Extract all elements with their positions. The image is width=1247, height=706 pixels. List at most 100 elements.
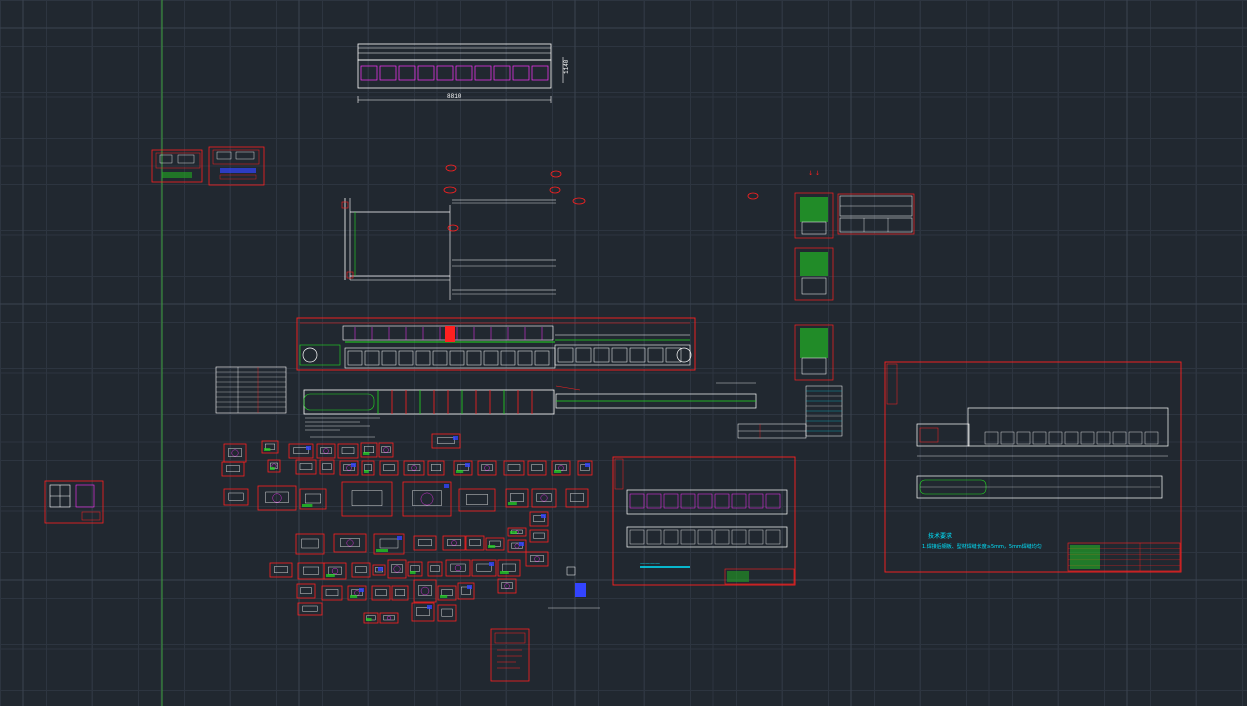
small-sheet-a[interactable]	[151, 149, 203, 183]
conveyor-bay	[466, 350, 482, 366]
part-detail-sheet[interactable]	[257, 485, 297, 511]
part-detail-sheet[interactable]	[319, 459, 335, 475]
part-detail-sheet[interactable]	[267, 459, 281, 473]
right-drawing-sheet[interactable]: 技术要求 1.焊接后钢板、型材焊缝长度≥5mm，5mm焊缝均匀	[884, 361, 1182, 573]
part-detail-sheet[interactable]	[403, 460, 425, 476]
part-detail-sheet[interactable]	[288, 443, 314, 459]
sheet-bay	[714, 493, 730, 509]
small-sheet-b[interactable]	[208, 146, 265, 186]
part-detail-sheet[interactable]	[363, 612, 379, 624]
part-detail-sheet[interactable]	[269, 562, 293, 578]
part-detail-sheet[interactable]	[297, 602, 323, 616]
main-conveyor-assembly[interactable]	[296, 317, 696, 371]
part-detail-sheet[interactable]	[223, 443, 247, 463]
part-detail-sheet[interactable]	[407, 561, 423, 577]
part-detail-sheet[interactable]	[339, 460, 359, 476]
bom-table-right[interactable]	[716, 382, 843, 439]
part-detail-sheet[interactable]	[497, 559, 521, 577]
conveyor-bay	[500, 350, 516, 366]
part-detail-sheet[interactable]	[565, 488, 589, 508]
part-detail-sheet[interactable]	[296, 583, 316, 599]
part-detail-sheet[interactable]	[347, 585, 367, 601]
blue-component-symbol[interactable]	[548, 566, 600, 609]
top-assembly-view[interactable]: 8810 1140	[357, 43, 570, 103]
part-detail-sheet[interactable]	[321, 585, 343, 601]
part-detail-sheet[interactable]	[529, 511, 549, 527]
part-detail-sheet[interactable]	[323, 562, 347, 580]
part-detail-sheet[interactable]	[413, 579, 437, 603]
frame-bay	[360, 65, 378, 81]
part-detail-sheet[interactable]	[485, 537, 505, 551]
frame-bay	[455, 65, 473, 81]
conveyor-plan-view[interactable]	[303, 385, 757, 438]
part-detail-sheet[interactable]	[360, 442, 378, 458]
part-detail-sheet[interactable]	[442, 535, 466, 551]
part-detail-sheet[interactable]	[427, 460, 445, 476]
part-detail-sheet[interactable]	[507, 539, 527, 553]
part-detail-sheet[interactable]	[445, 559, 471, 577]
part-detail-sheet[interactable]	[411, 602, 435, 622]
part-detail-sheet[interactable]	[525, 551, 549, 567]
middle-drawing-sheet[interactable]: ————	[612, 456, 796, 586]
frame-elevation-view[interactable]	[341, 164, 586, 300]
part-detail-sheet[interactable]	[465, 535, 485, 551]
part-detail-sheet[interactable]	[507, 527, 527, 537]
part-detail-sheet[interactable]	[505, 488, 529, 508]
small-sheet-left[interactable]	[44, 480, 104, 524]
part-detail-sheet[interactable]	[295, 459, 317, 475]
part-detail-sheet[interactable]	[527, 460, 547, 476]
part-detail-sheet[interactable]	[453, 460, 473, 476]
part-detail-sheet[interactable]	[341, 481, 393, 517]
part-detail-sheet[interactable]	[391, 585, 409, 601]
part-detail-sheet[interactable]	[529, 529, 549, 543]
part-detail-sheet[interactable]	[497, 578, 517, 594]
part-detail-sheet[interactable]	[503, 460, 525, 476]
section-detail-views[interactable]: ↓ ↓	[747, 170, 915, 381]
part-detail-sheet[interactable]	[295, 533, 325, 555]
detail-marker: ↓ ↓	[808, 170, 820, 177]
frame-bay	[436, 65, 454, 81]
part-detail-drawings[interactable]	[221, 433, 593, 624]
part-detail-sheet[interactable]	[437, 585, 457, 601]
top-assembly-cells	[360, 65, 549, 81]
part-detail-sheet[interactable]	[437, 604, 457, 622]
part-detail-sheet[interactable]	[333, 533, 367, 553]
part-detail-sheet[interactable]	[221, 461, 245, 477]
part-detail-sheet[interactable]	[299, 488, 327, 510]
part-detail-sheet[interactable]	[379, 460, 399, 476]
part-detail-sheet[interactable]	[402, 481, 452, 517]
part-detail-sheet[interactable]	[477, 460, 497, 476]
part-detail-sheet[interactable]	[471, 559, 497, 577]
part-detail-sheet[interactable]	[372, 564, 386, 576]
part-detail-sheet[interactable]	[223, 488, 249, 506]
part-detail-sheet[interactable]	[379, 612, 399, 624]
part-detail-sheet[interactable]	[551, 460, 571, 476]
part-detail-sheet[interactable]	[427, 561, 443, 577]
part-detail-sheet[interactable]	[316, 443, 336, 459]
part-detail-sheet[interactable]	[531, 488, 557, 508]
sheet-bay	[765, 493, 781, 509]
part-detail-sheet[interactable]	[458, 488, 496, 512]
part-detail-sheet[interactable]	[387, 559, 407, 579]
parts-list-table[interactable]	[215, 366, 287, 414]
part-detail-sheet[interactable]	[413, 535, 437, 551]
part-detail-sheet[interactable]	[361, 460, 375, 476]
sheet-bay	[1080, 431, 1095, 445]
part-detail-sheet[interactable]	[337, 443, 359, 459]
part-detail-sheet[interactable]	[371, 585, 391, 601]
part-detail-sheet[interactable]	[297, 562, 325, 580]
part-detail-sheet[interactable]	[457, 582, 475, 600]
sheet-bay	[1032, 431, 1047, 445]
part-detail-sheet[interactable]	[431, 433, 461, 449]
conveyor-bay	[483, 350, 499, 366]
part-detail-sheet[interactable]	[351, 562, 371, 578]
part-detail-sheet[interactable]	[378, 442, 394, 458]
part-detail-sheet[interactable]	[577, 460, 593, 476]
part-detail-sheet[interactable]	[261, 440, 279, 454]
plan-view-cells	[377, 390, 533, 414]
part-detail-sheet[interactable]	[373, 533, 405, 555]
frame-bay	[531, 65, 549, 81]
loose-sheet-bottom[interactable]	[490, 628, 530, 682]
